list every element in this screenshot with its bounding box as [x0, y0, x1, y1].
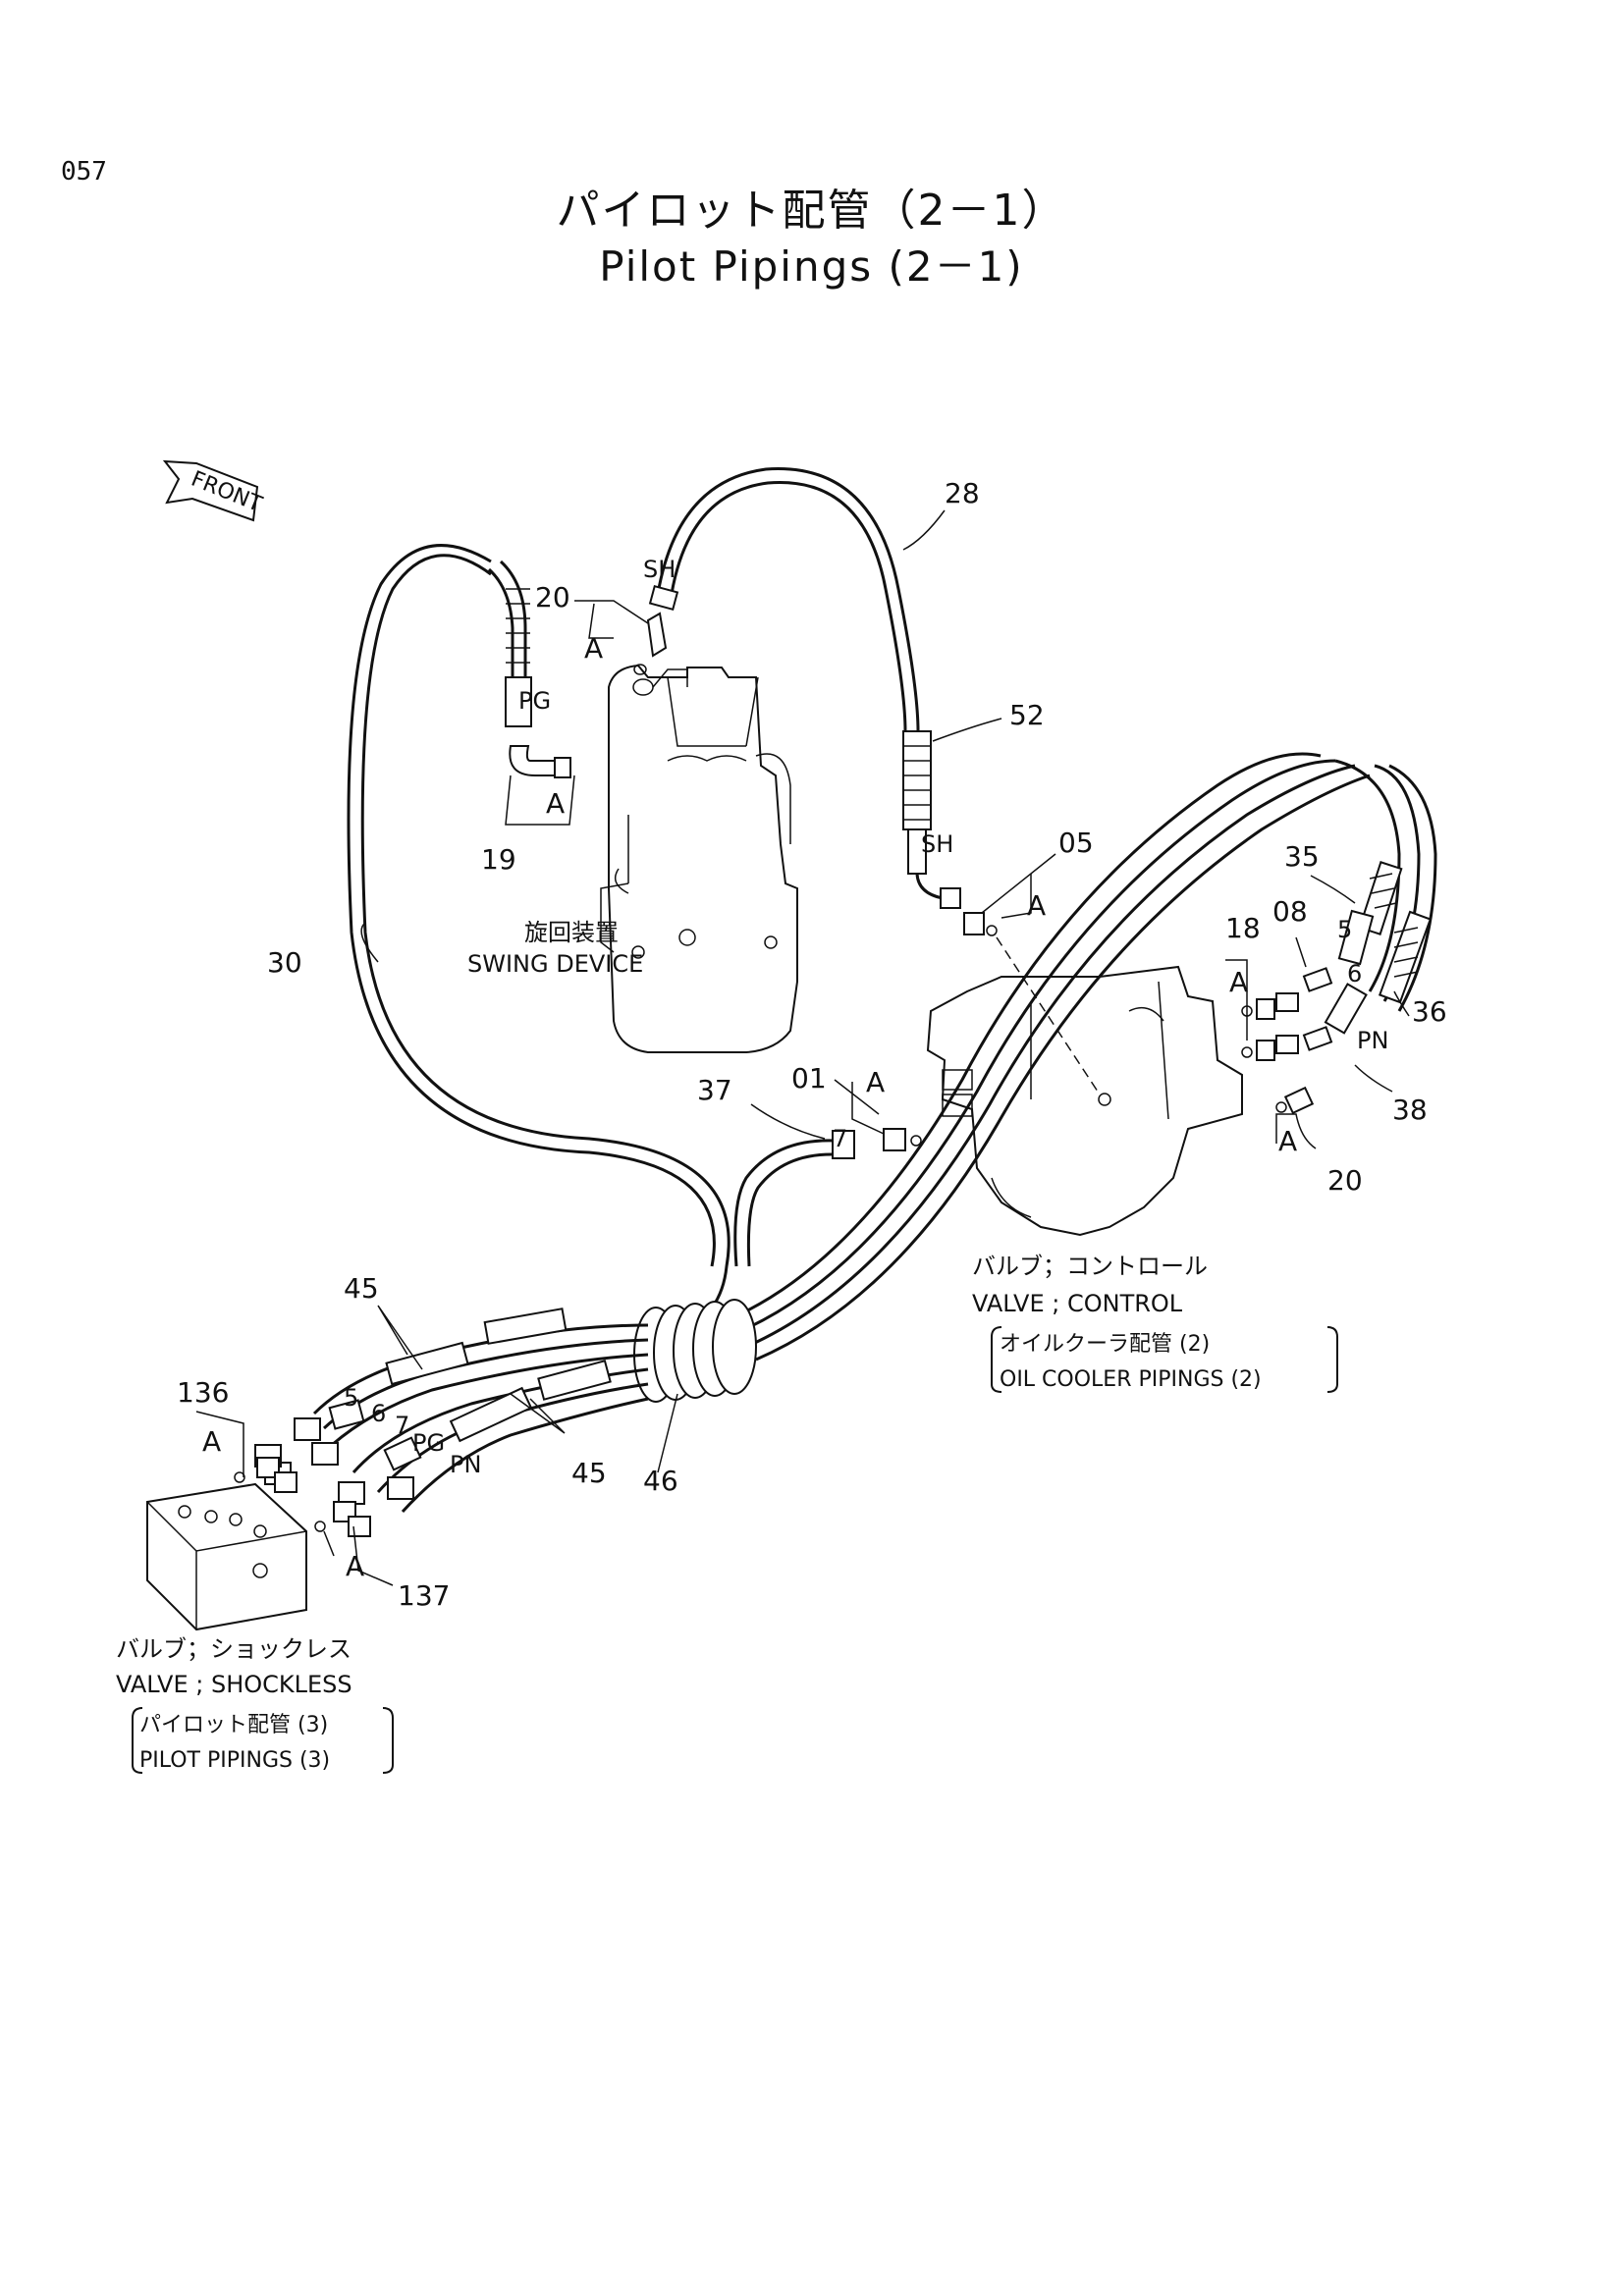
callout-45-bottom: 45 [571, 1457, 607, 1489]
hoses-45-left [254, 1308, 649, 1514]
callout-20-top: 20 [535, 581, 570, 614]
callout-6-right: 6 [1347, 960, 1362, 988]
callout-a-18: A [1229, 966, 1248, 998]
leader-lines [195, 509, 1410, 1586]
hose-30-fitting [487, 560, 571, 778]
title-japanese: パイロット配管（2－1） [556, 186, 1067, 236]
control-valve-ref-bracket-left [991, 1326, 1002, 1393]
hose-35-36-fittings [1324, 861, 1433, 1035]
callout-7: 7 [833, 1125, 847, 1152]
callout-a-01: A [866, 1066, 885, 1098]
hose-30 [347, 544, 730, 1337]
callout-18: 18 [1225, 912, 1261, 944]
oil-cooler-ref-jp: オイルクーラ配管 (2) [1000, 1332, 1210, 1357]
callout-6-left: 6 [371, 1400, 386, 1427]
callout-5-left: 5 [344, 1384, 358, 1412]
callout-08: 08 [1272, 895, 1308, 928]
callout-19: 19 [481, 843, 516, 876]
callout-a-top2: A [546, 787, 565, 820]
pilot-pipings-ref-jp: パイロット配管 (3) [139, 1713, 328, 1737]
callout-5-right: 5 [1337, 916, 1352, 943]
hose-bundle-main [726, 752, 1437, 1362]
callout-a-137: A [346, 1550, 364, 1582]
callout-a-top1: A [584, 632, 603, 665]
callout-pg-top: PG [518, 687, 551, 715]
callout-38: 38 [1392, 1094, 1428, 1126]
swing-device-label-en: SWING DEVICE [467, 950, 643, 978]
clamp-46 [633, 1299, 757, 1403]
fittings-136-137 [234, 1457, 371, 1537]
shockless-ref-bracket-right [382, 1707, 394, 1774]
callout-sh-mid: SH [921, 830, 953, 858]
callout-20-right: 20 [1327, 1164, 1363, 1197]
control-valve-ref-bracket-right [1326, 1326, 1338, 1393]
fitting-01 [883, 1128, 922, 1151]
page-number: 057 [61, 157, 107, 187]
callout-pn-left: PN [450, 1451, 481, 1478]
fitting-20-top [632, 612, 668, 696]
callout-7-left: 7 [395, 1412, 409, 1439]
callout-pn-right: PN [1357, 1027, 1388, 1054]
shockless-valve-label-jp: バルブ；ショックレス [116, 1635, 352, 1663]
callout-05: 05 [1058, 827, 1094, 859]
callout-137: 137 [398, 1579, 450, 1612]
shockless-valve-label-en: VALVE ; SHOCKLESS [116, 1671, 352, 1698]
callout-136: 136 [177, 1376, 229, 1409]
callout-45-top: 45 [344, 1272, 379, 1305]
hose-52 [902, 730, 961, 909]
callout-30: 30 [267, 946, 302, 979]
title-english: Pilot Pipings (2－1) [599, 242, 1024, 291]
callout-a-05: A [1027, 889, 1046, 922]
callout-37: 37 [697, 1074, 732, 1106]
callout-35: 35 [1284, 840, 1320, 873]
callout-01: 01 [791, 1062, 827, 1095]
hose-28 [648, 467, 920, 732]
fittings-08-18-20 [1241, 967, 1333, 1115]
callout-28: 28 [945, 477, 980, 509]
shockless-valve-body [146, 1482, 307, 1631]
front-arrow-icon: FRONT [162, 459, 266, 522]
callout-sh-top: SH [643, 556, 676, 583]
callout-36: 36 [1412, 995, 1447, 1028]
callout-a-136: A [202, 1425, 221, 1458]
shockless-ref-bracket-left [132, 1707, 143, 1774]
callout-a-20: A [1278, 1125, 1297, 1157]
control-valve-label-jp: バルブ；コントロール [972, 1253, 1208, 1280]
oil-cooler-ref-en: OIL COOLER PIPINGS (2) [1000, 1367, 1262, 1392]
pilot-pipings-ref-en: PILOT PIPINGS (3) [139, 1748, 330, 1773]
callout-pg-left: PG [412, 1429, 445, 1457]
callout-46: 46 [643, 1465, 678, 1497]
control-valve-body [926, 965, 1243, 1237]
hose-37 [733, 1130, 855, 1267]
swing-device-label-jp: 旋回装置 [524, 919, 619, 946]
callout-52: 52 [1009, 699, 1045, 731]
fitting-05 [963, 912, 998, 936]
swing-device-body [600, 664, 798, 1053]
control-valve-label-en: VALVE ; CONTROL [972, 1290, 1183, 1317]
